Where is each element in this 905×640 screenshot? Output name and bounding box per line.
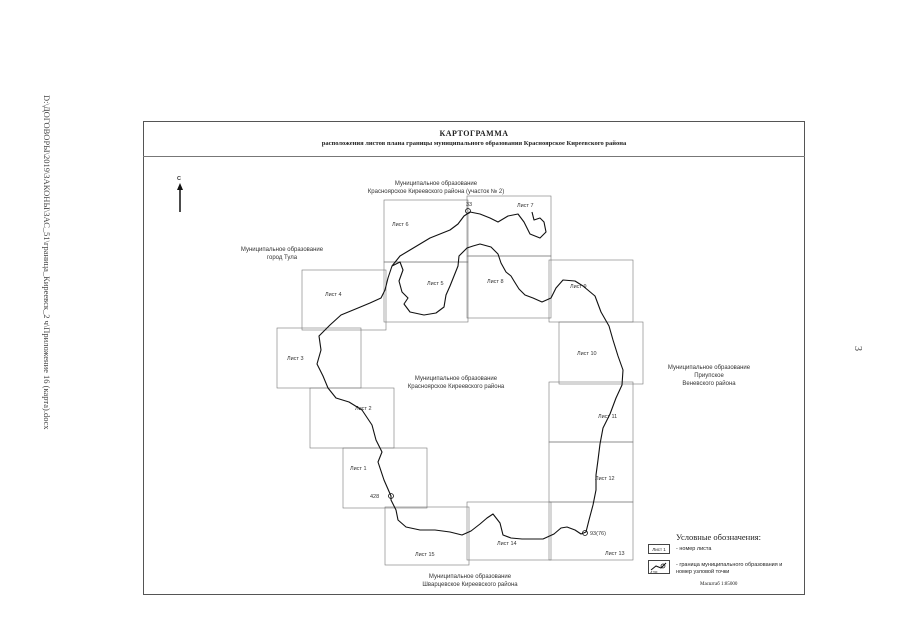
sheet-5-label: Лист 5 (427, 281, 444, 287)
legend-sheet-desc: - номер листа (676, 546, 712, 552)
east-region-line2: Приупское (694, 373, 724, 379)
node-point-428-icon (388, 493, 394, 499)
east-region-line3: Веневского района (682, 380, 736, 387)
sheet-6-label: Лист 6 (392, 222, 409, 228)
node-point-93-icon (582, 530, 588, 536)
sheet-15-box (384, 506, 470, 566)
map-title: КАРТОГРАММА (439, 129, 509, 138)
north-arrow-icon (177, 183, 183, 212)
sheet-8-label: Лист 8 (487, 279, 504, 285)
sheet-13-box (548, 501, 634, 561)
sheet-2-box (309, 387, 395, 449)
legend-boundary-desc: - граница муниципального образования и н… (676, 562, 783, 575)
sheet-10-box (558, 321, 644, 385)
sheet-9-label: Лист 9 (570, 284, 587, 290)
sheet-14-label: Лист 14 (497, 541, 517, 547)
legend-node-sample: 428 (650, 570, 658, 575)
sheet-7-box (466, 195, 552, 257)
sheet-2-label: Лист 2 (355, 406, 372, 412)
municipal-boundary-line (316, 243, 624, 540)
sheet-4-label: Лист 4 (325, 292, 342, 298)
sheet-9-box (548, 259, 634, 323)
node-label-428: 428 (370, 494, 379, 500)
sheet-15-label: Лист 15 (415, 552, 435, 558)
sheet-1-label: Лист 1 (350, 466, 367, 472)
sheet-8-box (466, 255, 552, 319)
title-block: КАРТОГРАММА расположения листов плана гр… (143, 121, 805, 157)
node-label-93: 93(76) (590, 531, 606, 537)
sheet-10-label: Лист 10 (577, 351, 597, 357)
sheet-11-box (548, 381, 634, 443)
west-region-line1: Муниципальное образование (241, 247, 324, 253)
south-region-line2: Шварцевское Киреевского района (422, 581, 518, 588)
sheet-4-box (301, 269, 387, 331)
center-region-line1: Муниципальное образование (415, 376, 498, 382)
sheet-3-box (276, 327, 362, 389)
west-region-line2: город Тула (267, 255, 298, 261)
legend-title: Условные обозначения: (676, 532, 762, 542)
legend-boundary-symbol-icon (650, 562, 667, 571)
north-region-line1: Муниципальное образование (395, 181, 478, 187)
east-region-line1: Муниципальное образование (668, 365, 751, 371)
center-region-line2: Красноярское Киреевского района (408, 383, 505, 390)
enclave-boundary-line (391, 211, 547, 267)
south-region-line1: Муниципальное образование (429, 574, 512, 580)
sheet-11-label: Лист 11 (598, 414, 617, 420)
sheet-3-label: Лист 3 (287, 356, 304, 362)
node-label-33: 33 (466, 202, 472, 208)
sheet-12-label: Лист 12 (595, 476, 615, 482)
node-point-33-icon (465, 208, 471, 214)
map-frame (143, 121, 805, 595)
legend-sheet-box: Лист 1 (648, 544, 670, 554)
sheet-1-box (342, 447, 428, 509)
sheet-12-box (548, 441, 634, 503)
sheet-5-box (383, 261, 469, 323)
north-label: С (177, 176, 181, 182)
file-path-text: D:\ДОГОВОРЫ\2019\ЗАКОНЫ\ЗАС_51\граница_К… (42, 95, 52, 430)
sheet-13-label: Лист 13 (605, 551, 625, 557)
sheet-14-box (466, 501, 552, 561)
legend-boundary-box (648, 560, 670, 574)
map-subtitle: расположения листов плана границы муници… (321, 140, 627, 147)
north-region-line2: Красноярское Киреевского района (участок… (368, 188, 504, 195)
sheet-7-label: Лист 7 (517, 203, 534, 209)
sheet-6-box (383, 199, 469, 263)
scale-text: Масштаб 1:85000 (700, 582, 738, 587)
